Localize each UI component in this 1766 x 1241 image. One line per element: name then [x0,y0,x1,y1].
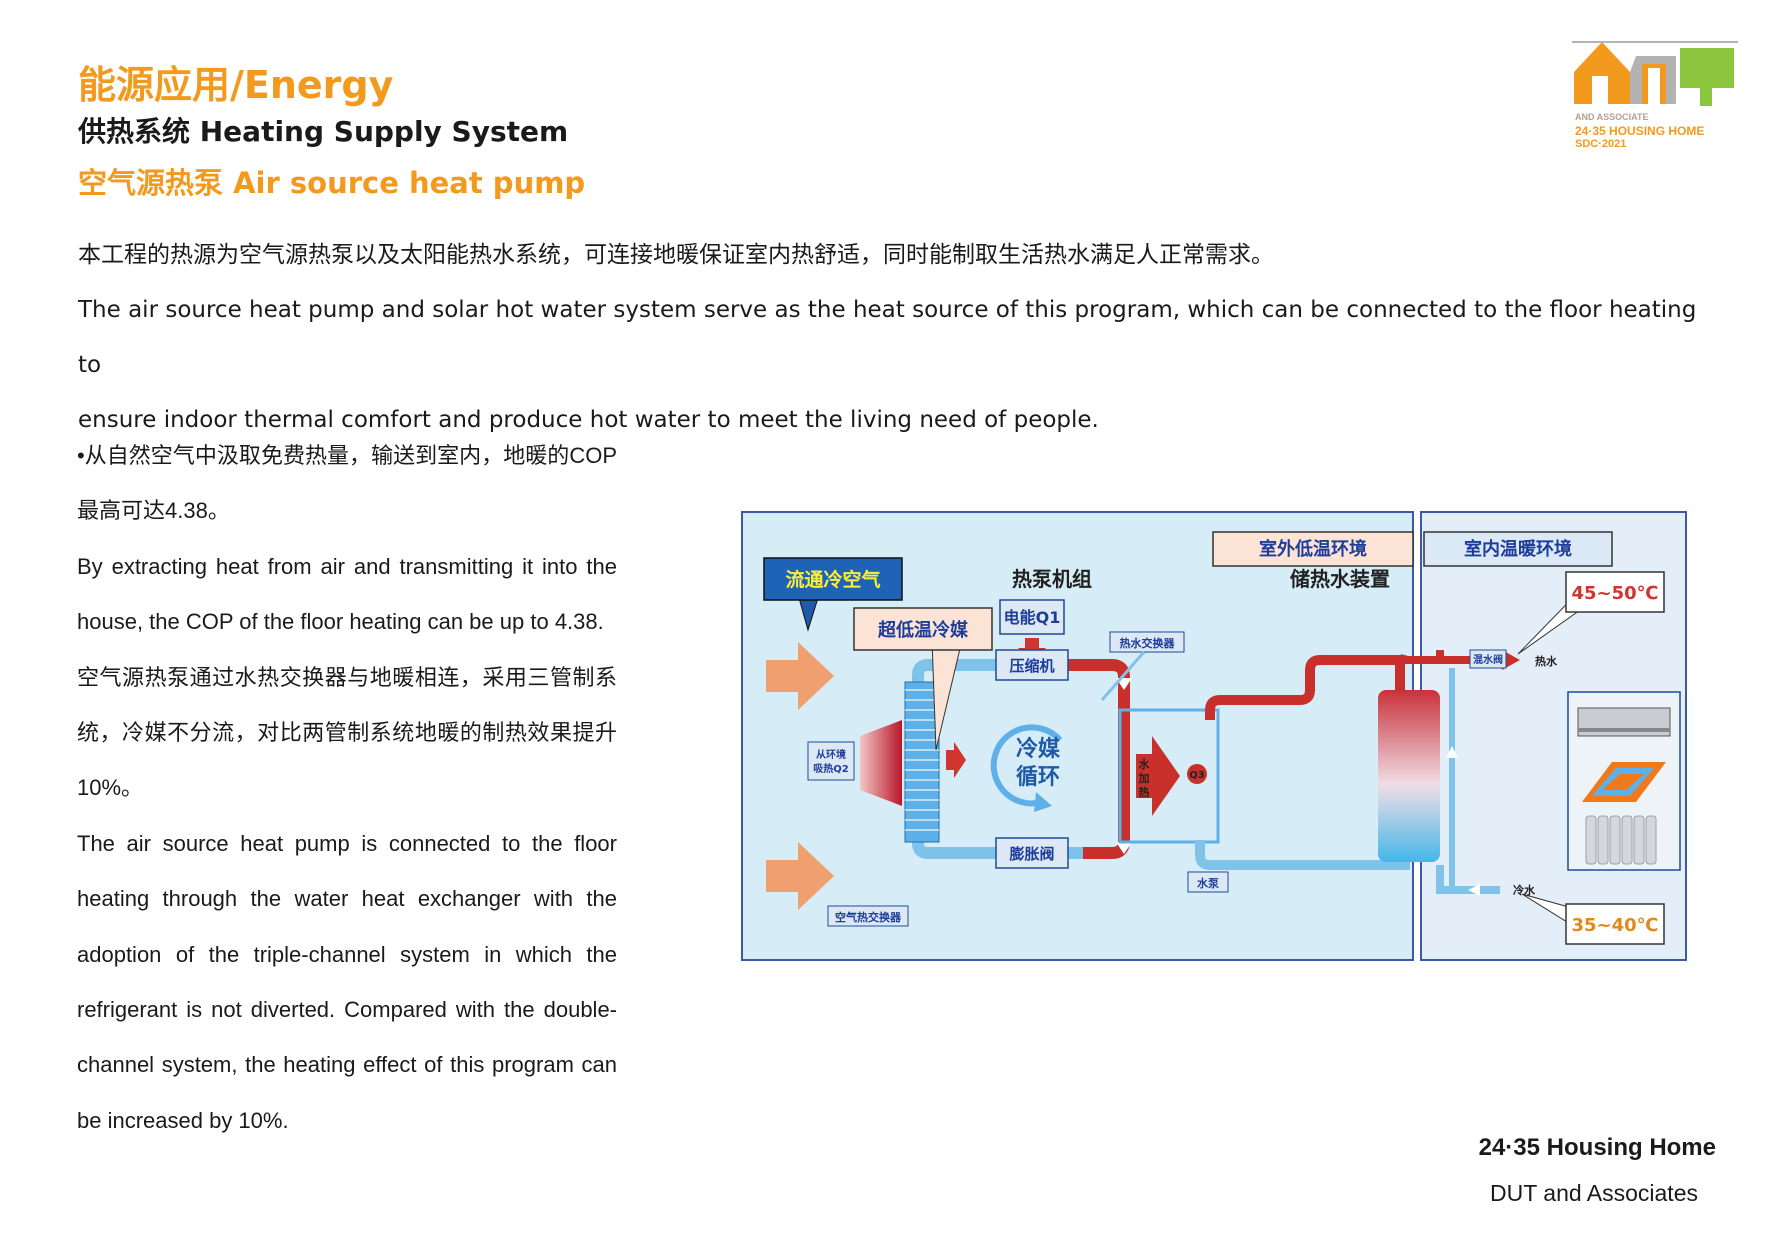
water-hx-label: 热水交换器 [1120,636,1176,650]
cold-air-label: 流通冷空气 [785,568,880,591]
flow-arrow-right-bottom [1116,842,1132,854]
logo-house-icon [1572,41,1738,106]
page-title: 能源应用/Energy [78,63,394,107]
intro-cn: 本工程的热源为空气源热泵以及太阳能热水系统，可连接地暖保证室内热舒适，同时能制取… [78,242,1274,268]
radiator-icon [1585,815,1657,865]
refrigerant-cold-pipe-top [912,659,998,676]
water-pump-label: 水泵 [1197,876,1219,890]
cycle-arrow-icon [990,724,1063,807]
electric-label: 电能Q1 [1004,608,1061,627]
housing-home-logo: AND ASSOCIATE 24·35 HOUSING HOME SDC·202… [1572,38,1738,158]
air-hx-label: 空气热交换器 [835,910,902,924]
heat-pump-unit-label: 热泵机组 [1012,567,1092,591]
cold-air-arrow-top [766,642,834,710]
cold-air-box [763,557,903,601]
footer-title: 24·35 Housing Home [1478,1134,1716,1161]
refrigerant-hot-pipe [1066,659,1130,859]
water-heating-char-1: 水 [1139,757,1151,771]
expansion-valve-box [995,837,1069,869]
section-title: 空气源热泵 Air source heat pump [78,166,586,200]
ultra-low-refrigerant-label: 超低温冷媒 [878,619,969,641]
refrigerant-cycle-label-2: 循环 [1016,764,1060,790]
temp-hot-label: 45~50℃ [1572,583,1659,604]
water-pump-box [1187,871,1229,893]
temp-cold-label: 35~40℃ [1572,915,1659,936]
water-heating-char-3: 热 [1139,785,1150,799]
return-water-pipe [1195,840,1410,870]
point-2-cn: 空气源热泵通过水热交换器与地暖相连，采用三管制系统，冷媒不分流，对比两管制系统地… [77,664,617,801]
coil-fins [905,689,939,831]
point-1-en: By extracting heat from air and transmit… [77,553,617,635]
intro-en-2: ensure indoor thermal comfort and produc… [78,407,1099,433]
cycle-arrowhead [1034,792,1052,812]
indoor-env-label: 室内温暖环境 [1464,538,1572,560]
ambient-heat-label-2: 吸热Q2 [813,762,849,775]
electric-box [999,599,1065,635]
riser-arrow [1446,746,1458,758]
hot-water-label: 热水 [1535,654,1558,668]
logo-line3: SDC·2021 [1575,138,1627,150]
fan-icon [860,720,902,806]
expansion-valve-label: 膨胀阀 [1009,845,1054,863]
outdoor-env-box [1212,531,1414,567]
air-hx-box [827,905,909,927]
ultra-low-refrigerant-box [853,607,993,651]
floor-heating-icon [1582,762,1666,802]
intro-text: 本工程的热源为空气源热泵以及太阳能热水系统，可连接地暖保证室内热舒适，同时能制取… [78,228,1718,448]
cold-water-arrow [1468,884,1480,896]
water-heat-exchanger [1118,708,1220,844]
temp-hot-box [1565,571,1665,613]
mixing-valve-box [1469,649,1507,669]
refrigerant-cold-pipe-left [912,675,998,859]
cold-air-arrow-bottom [766,842,834,910]
water-hx-pointer [1100,651,1146,701]
storage-tank [1378,690,1440,862]
ambient-heat-box [807,741,855,781]
point-2-en: The air source heat pump is connected to… [77,830,617,1133]
left-column: •从自然空气中汲取免费热量，输送到室内，地暖的COP最高可达4.38。 By e… [77,428,617,1148]
water-heating-char-2: 加 [1138,771,1150,785]
compressor-box [995,649,1069,681]
storage-label: 储热水装置 [1290,567,1390,591]
compressor-label: 压缩机 [1009,657,1054,675]
cold-water-label: 冷水 [1513,883,1536,897]
q3-circle [1187,764,1207,784]
footer-subtitle: DUT and Associates [1490,1180,1698,1206]
logo-line1: AND ASSOCIATE [1575,112,1649,122]
mixing-valve-label: 混水阀 [1473,653,1503,666]
q3-label: Q3 [1189,770,1205,781]
indoor-env-box [1423,531,1613,567]
logo-line2: 24·35 HOUSING HOME [1575,124,1705,138]
page-subtitle: 供热系统 Heating Supply System [78,115,569,148]
air-heat-exchanger [904,681,940,843]
water-heating-arrow [1136,736,1180,816]
refrigerant-cycle-label-1: 冷媒 [1016,736,1061,762]
heat-in-arrow [946,742,966,778]
temp-cold-box [1565,903,1665,945]
water-hx-box [1109,631,1185,653]
heat-pump-diagram: 室外低温环境 室内温暖环境 流通冷空气 热泵机组 储热水装置 电能Q1 [741,511,1687,961]
hot-water-pipe [1205,655,1405,720]
outdoor-env-label: 室外低温环境 [1259,538,1367,560]
point-1-cn: •从自然空气中汲取免费热量，输送到室内，地暖的COP最高可达4.38。 [77,443,617,524]
ambient-heat-label-1: 从环境 [816,748,846,761]
intro-en-1: The air source heat pump and solar hot w… [78,297,1697,378]
